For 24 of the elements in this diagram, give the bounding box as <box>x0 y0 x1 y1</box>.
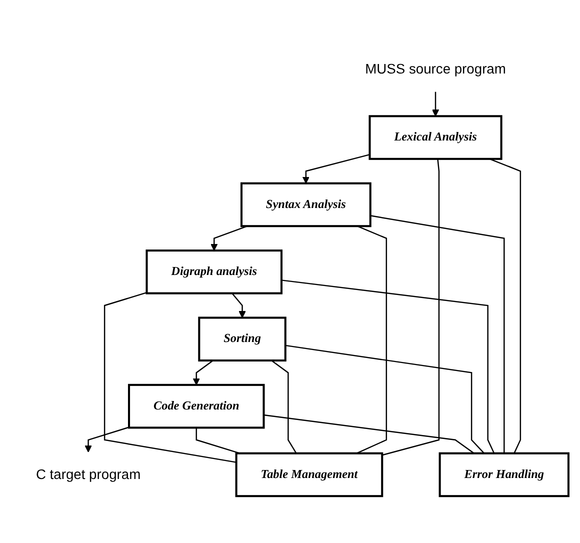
connector <box>104 292 236 462</box>
node-box: Digraph analysis <box>146 249 283 294</box>
node-box: Table Management <box>235 452 384 497</box>
connector <box>271 360 297 454</box>
node-box: Syntax Analysis <box>240 182 372 227</box>
arrow <box>192 360 214 385</box>
node-box: Code Generation <box>128 383 265 428</box>
connector <box>264 414 474 454</box>
arrow <box>210 225 248 250</box>
node-text: C target program <box>36 466 141 482</box>
arrow <box>432 91 440 116</box>
arrow <box>84 426 130 452</box>
arrow <box>302 154 370 184</box>
arrow <box>232 292 246 318</box>
connector <box>356 225 387 454</box>
connector <box>281 279 495 454</box>
node-box: Sorting <box>198 316 286 362</box>
node-text: MUSS source program <box>365 60 506 76</box>
connector <box>489 158 522 454</box>
connector <box>285 344 485 454</box>
connector <box>382 158 440 456</box>
node-box: Error Handling <box>438 452 570 497</box>
connector <box>370 214 505 453</box>
node-box: Lexical Analysis <box>368 114 502 160</box>
